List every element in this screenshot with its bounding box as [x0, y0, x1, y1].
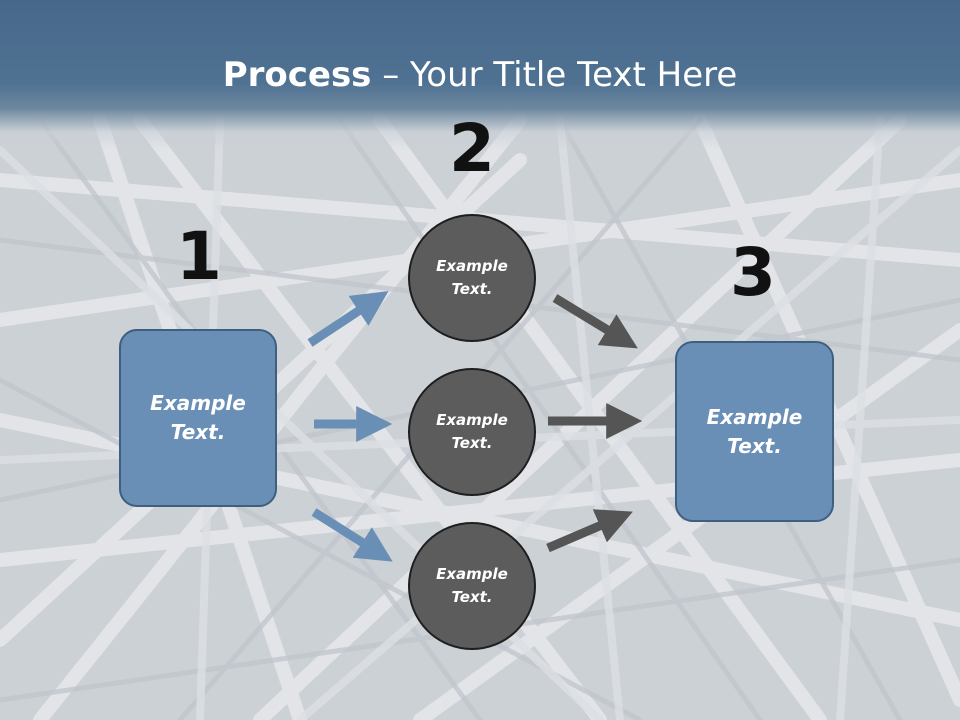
title-rest: – Your Title Text Here	[371, 55, 738, 95]
slide-title: Process – Your Title Text Here	[0, 52, 960, 98]
circle-middle-line2: Text.	[451, 434, 493, 452]
step-number-1: 1	[176, 218, 222, 295]
right-box-line1: Example	[706, 404, 803, 429]
step-number-3: 3	[730, 234, 776, 311]
arrow-down-right-icon	[552, 294, 638, 349]
arrow-down-right-icon	[311, 508, 393, 562]
title-bold: Process	[222, 55, 372, 95]
left-box-line2: Text.	[170, 420, 226, 444]
circle-bottom-line2: Text.	[451, 588, 493, 606]
right-box-line2: Text.	[727, 433, 782, 458]
arrow-up-right-icon	[546, 509, 633, 553]
circle-bottom-line1: Example	[436, 565, 508, 583]
circle-middle-line1: Example	[436, 411, 508, 429]
arrow-up-right-icon	[307, 291, 389, 347]
step-number-2: 2	[449, 110, 495, 187]
circle-top-line1: Example	[436, 257, 508, 275]
left-box-line1: Example	[150, 391, 246, 415]
circle-top-line2: Text.	[451, 280, 493, 298]
title-bar	[0, 0, 960, 150]
